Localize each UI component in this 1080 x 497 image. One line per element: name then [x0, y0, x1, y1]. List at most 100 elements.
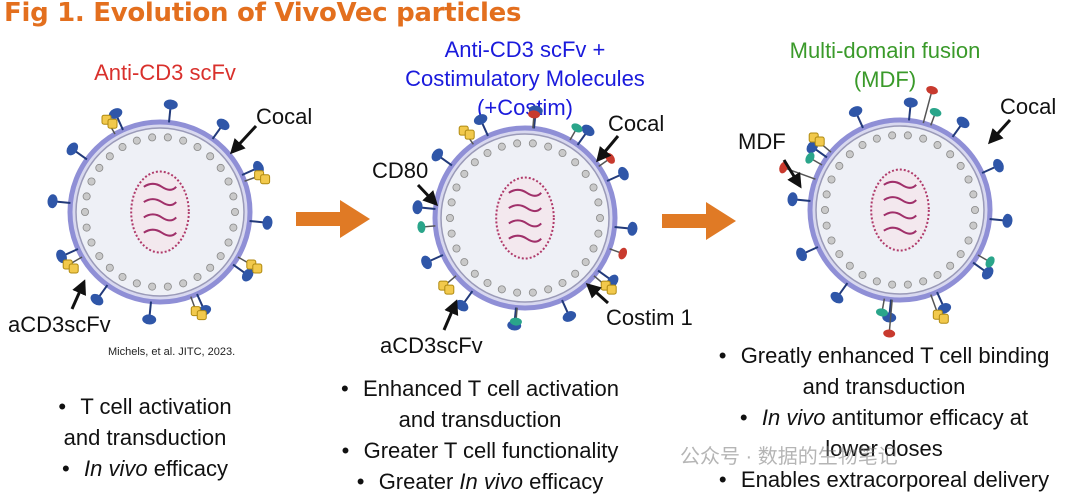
panel2-costim-label: Costim 1	[606, 305, 693, 330]
glycoprotein-stalk	[561, 299, 569, 314]
list-item: •In vivo efficacy	[62, 456, 228, 481]
capsid-bead	[513, 288, 522, 297]
panel1-title: Anti-CD3 scFv	[94, 60, 236, 85]
capsid-bead	[230, 207, 239, 216]
cocal-glycoprotein	[796, 247, 807, 262]
pointer-arrow	[987, 118, 1012, 145]
capsid-bead	[460, 258, 469, 267]
cocal-glycoprotein	[1002, 213, 1013, 228]
capsid-bead	[483, 149, 492, 158]
glycoprotein-stalk	[196, 293, 204, 308]
glycoprotein-stalk	[148, 301, 153, 316]
figure-title: Fig 1. Evolution of VivoVec particles	[4, 0, 522, 28]
capsid-bead	[946, 150, 955, 159]
glycoprotein-stalk	[981, 166, 996, 174]
capsid-bead	[589, 244, 598, 253]
cocal-glycoprotein	[903, 97, 918, 108]
capsid-bead	[483, 278, 492, 287]
glycoprotein-stalk	[116, 116, 124, 131]
glycoprotein-stalk	[989, 217, 1004, 222]
capsid-bead	[919, 277, 928, 286]
capsid-bead	[229, 223, 238, 232]
genome-core	[495, 176, 555, 260]
particle-mdf	[779, 86, 1013, 338]
capsid-bead	[118, 272, 127, 281]
pointer-arrow	[416, 183, 439, 207]
glycoprotein-stalk	[972, 261, 986, 272]
capsid-bead	[581, 169, 590, 178]
panel3-mdf-label: MDF	[738, 129, 786, 154]
capsid-bead	[835, 250, 844, 259]
glycoprotein-stalk	[576, 132, 587, 146]
capsid-bead	[933, 270, 942, 279]
capsid-bead	[919, 134, 928, 143]
capsid-bead	[594, 229, 603, 238]
capsid-bead	[470, 158, 479, 167]
capsid-bead	[544, 142, 553, 151]
scfv-domain	[464, 129, 475, 140]
list-item: •Enables extracorporeal delivery	[718, 467, 1050, 492]
capsid-bead	[903, 131, 912, 140]
panel2-scfv-label: aCD3scFv	[380, 333, 483, 358]
panel3-title-line: Multi-domain fusion	[789, 38, 981, 63]
flow-arrow-2	[662, 202, 736, 240]
capsid-bead	[845, 261, 854, 270]
cocal-glycoprotein	[473, 114, 488, 125]
cocal-glycoprotein	[412, 200, 423, 215]
cocal-glycoprotein	[108, 108, 123, 119]
cd80-molecule	[417, 221, 426, 234]
panel3-title-line: (MDF)	[853, 67, 917, 92]
pointer-arrow	[596, 135, 620, 163]
cocal-glycoprotein	[581, 124, 595, 137]
cocal-glycoprotein	[455, 299, 469, 312]
rna-strand	[508, 188, 542, 197]
panel2-title-line: Anti-CD3 scFv +	[444, 37, 606, 62]
panel2-title: Anti-CD3 scFv + Costimulatory Molecules …	[370, 35, 680, 122]
capsid-bead	[216, 252, 225, 261]
panel3-title: Multi-domain fusion (MDF)	[755, 36, 1015, 94]
cocal-glycoprotein	[787, 192, 798, 207]
glycoprotein-stalk	[56, 200, 71, 205]
glycoprotein-stalk	[64, 248, 79, 256]
glycoprotein-stalk	[907, 106, 912, 121]
glycoprotein-stalk	[167, 108, 172, 123]
glycoprotein-stalk	[796, 198, 811, 203]
capsid-bead	[452, 244, 461, 253]
capsid-bead	[470, 269, 479, 278]
capsid-bead	[956, 161, 965, 170]
panel3-bullets: •Greatly enhanced T cell binding and tra…	[690, 340, 1078, 495]
panel2-title-line: Costimulatory Molecules	[405, 66, 645, 91]
capsid-bead	[87, 238, 96, 247]
cd80-molecule	[929, 107, 942, 117]
cocal-glycoprotein	[47, 194, 58, 209]
capsid-bead	[571, 158, 580, 167]
scfv-domain	[68, 263, 79, 274]
glycoprotein-stalk	[232, 263, 246, 274]
rna-strand	[508, 234, 542, 243]
rna-strand	[508, 219, 542, 228]
cocal-glycoprotein	[241, 268, 254, 282]
capsid-bead	[229, 192, 238, 201]
rna-strand	[508, 204, 542, 213]
capsid-bead	[872, 134, 881, 143]
capsid-bead	[118, 143, 127, 152]
capsid-bead	[964, 175, 973, 184]
capsid-bead	[148, 282, 157, 291]
capsid-bead	[589, 183, 598, 192]
costim-molecule	[618, 247, 628, 260]
capsid-bead	[87, 177, 96, 186]
rna-strand	[883, 226, 917, 235]
list-item: •In vivo antitumor efficacy at	[739, 405, 1029, 430]
glycoprotein-stalk	[429, 254, 444, 262]
watermark: 公众号 · 数据的生物笔记	[680, 446, 898, 468]
scfv-domain	[196, 310, 207, 321]
pointer-arrow	[229, 124, 258, 155]
glycoprotein-stalk	[804, 246, 819, 254]
rna-strand	[143, 213, 177, 222]
cocal-glycoprotein	[216, 118, 230, 131]
panel1-cocal-label: Cocal	[256, 104, 313, 129]
list-item-continued: and transduction	[802, 374, 966, 399]
capsid-bead	[888, 131, 897, 140]
rna-strand	[143, 198, 177, 207]
glycoprotein-stalk	[838, 282, 849, 296]
